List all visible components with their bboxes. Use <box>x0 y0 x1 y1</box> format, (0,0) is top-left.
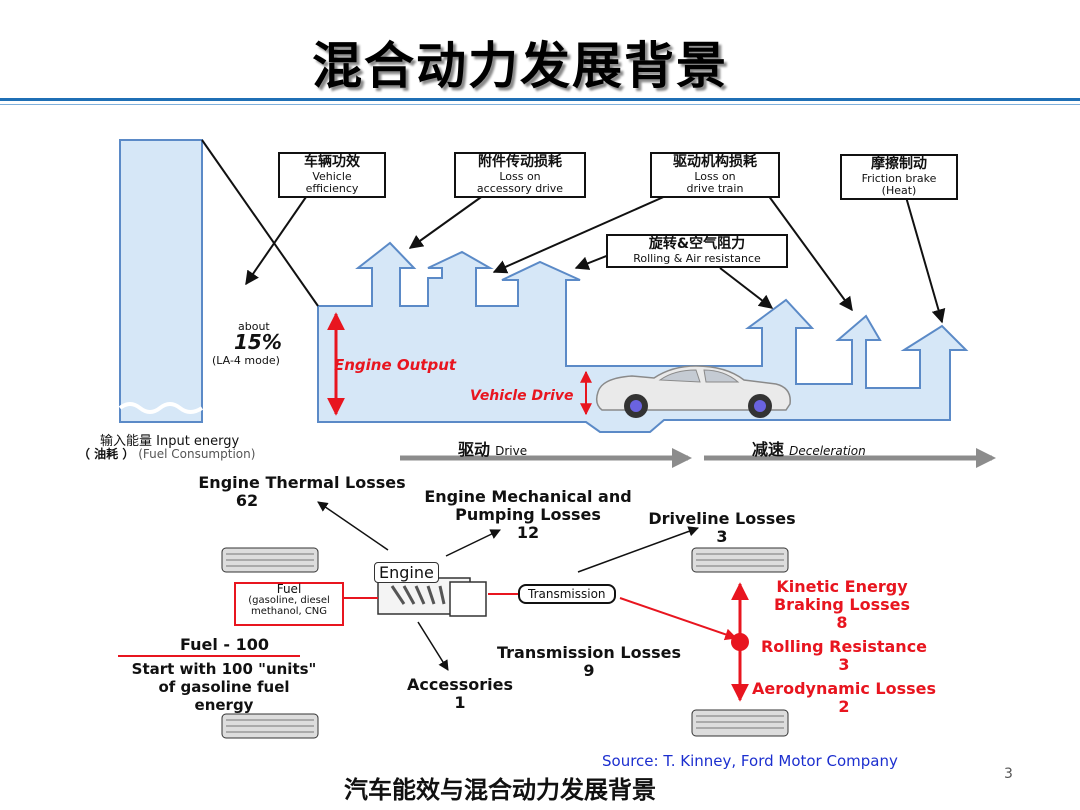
vehicle-efficiency-en2: efficiency <box>305 182 359 195</box>
mechanical-loss-label2: Pumping Losses <box>455 505 601 524</box>
thermal-loss-value: 62 <box>235 491 259 510</box>
kinetic-loss-label2: Braking Losses <box>773 595 911 614</box>
engine-label: Engine <box>374 562 439 583</box>
phase-drive-zh: 驱动 <box>458 440 491 459</box>
engine-output-label: Engine Output <box>334 356 457 374</box>
friction-brake-en1: Friction brake <box>861 172 937 185</box>
aero-loss: Aerodynamic Losses 2 <box>742 680 946 716</box>
fuel-input-label: Fuel - 100 <box>180 635 270 654</box>
rolling-air-zh: 旋转&空气阻力 <box>648 236 746 252</box>
driveline-loss: Driveline Losses 3 <box>640 510 804 546</box>
energy-flow-body <box>317 241 969 433</box>
transmission-loss-label: Transmission Losses <box>496 643 681 662</box>
input-energy-zh: （ 油耗 ） <box>78 447 135 461</box>
drivetrain-loss-en1: Loss on <box>694 170 736 183</box>
vehicle-efficiency-en1: Vehicle <box>312 170 352 183</box>
efficiency-value: 15% <box>234 330 282 354</box>
transmission-loss: Transmission Losses 9 <box>486 644 692 680</box>
accessories-loss: Accessories 1 <box>400 676 520 712</box>
aero-loss-value: 2 <box>838 697 850 716</box>
phase-deceleration: 减速 Deceleration <box>752 436 866 460</box>
rolling-air-en1: Rolling & Air resistance <box>633 252 761 265</box>
fuel-box-line3: methanol, CNG <box>250 606 328 617</box>
rolling-loss-value: 3 <box>838 655 850 674</box>
thermal-loss: Engine Thermal Losses 62 <box>188 474 416 510</box>
mechanical-loss-label1: Engine Mechanical and <box>424 487 632 506</box>
friction-brake-zh: 摩擦制动 <box>871 156 927 172</box>
tire-rear-top <box>691 547 789 573</box>
engine-icon <box>377 577 487 617</box>
transmission-label: Transmission <box>518 584 616 604</box>
fuel-input-line3: energy <box>194 696 254 714</box>
input-energy-line1: 输入能量 Input energy <box>100 434 240 449</box>
friction-brake-box: 摩擦制动 Friction brake (Heat) <box>840 154 958 200</box>
accessory-loss-box: 附件传动损耗 Loss on accessory drive <box>454 152 586 198</box>
fuel-input-desc: Start with 100 "units" of gasoline fuel … <box>110 660 338 714</box>
kinetic-loss: Kinetic Energy Braking Losses 8 <box>760 578 924 632</box>
input-energy-line2: （ 油耗 ） (Fuel Consumption) <box>78 445 255 462</box>
vehicle-efficiency-box: 车辆功效 Vehicle efficiency <box>278 152 386 198</box>
car-icon <box>595 365 791 418</box>
driveline-loss-label: Driveline Losses <box>648 509 796 528</box>
phase-drive-en: Drive <box>495 444 528 458</box>
accessory-loss-zh: 附件传动损耗 <box>478 154 562 170</box>
title-rule <box>0 98 1080 101</box>
page-number: 3 <box>1004 766 1013 782</box>
source-credit: Source: T. Kinney, Ford Motor Company <box>602 752 898 770</box>
page-title: 混合动力发展背景 <box>312 37 728 95</box>
vehicle-drive-label: Vehicle Drive <box>470 388 574 404</box>
rolling-air-box: 旋转&空气阻力 Rolling & Air resistance <box>606 234 788 268</box>
vehicle-efficiency-zh: 车辆功效 <box>304 154 360 170</box>
fuel-input-line1: Start with 100 "units" <box>131 660 317 678</box>
rolling-loss: Rolling Resistance 3 <box>752 638 936 674</box>
driveline-loss-value: 3 <box>716 527 728 546</box>
thermal-loss-label: Engine Thermal Losses <box>198 473 406 492</box>
fuel-input-line2: of gasoline fuel <box>158 678 290 696</box>
footer-title: 汽车能效与混合动力发展背景 <box>344 776 656 804</box>
fuel-box: Fuel (gasoline, diesel methanol, CNG <box>234 582 344 626</box>
efficiency-mode: (LA-4 mode) <box>212 354 280 367</box>
tire-rear-bottom <box>691 709 789 737</box>
phase-decel-en: Deceleration <box>789 444 866 458</box>
accessories-loss-value: 1 <box>454 693 466 712</box>
aero-loss-label: Aerodynamic Losses <box>751 679 936 698</box>
mechanical-loss: Engine Mechanical and Pumping Losses 12 <box>414 488 642 542</box>
phase-decel-zh: 减速 <box>752 440 785 459</box>
accessory-loss-en1: Loss on <box>499 170 541 183</box>
friction-brake-en2: (Heat) <box>881 184 917 197</box>
transmission-loss-value: 9 <box>583 661 595 680</box>
fuel-box-line1: Fuel <box>276 582 302 596</box>
title-rule-thin <box>0 104 1080 105</box>
accessory-loss-en2: accessory drive <box>476 182 564 195</box>
tire-front-top <box>221 547 319 573</box>
tire-front-bottom <box>221 713 319 739</box>
accessories-loss-label: Accessories <box>407 675 513 694</box>
input-energy-bar <box>119 139 203 423</box>
efficiency-about: about <box>238 320 270 333</box>
mechanical-loss-value: 12 <box>516 523 540 542</box>
kinetic-loss-label1: Kinetic Energy <box>776 577 908 596</box>
drivetrain-loss-zh: 驱动机构损耗 <box>673 154 757 170</box>
drivetrain-loss-en2: drive train <box>686 182 744 195</box>
kinetic-loss-value: 8 <box>836 613 848 632</box>
phase-drive: 驱动 Drive <box>458 436 527 460</box>
fuel-box-line2: (gasoline, diesel <box>248 595 330 606</box>
input-energy-en: (Fuel Consumption) <box>138 447 256 461</box>
wave-icon <box>118 402 204 414</box>
drivetrain-loss-box: 驱动机构损耗 Loss on drive train <box>650 152 780 198</box>
rolling-loss-label: Rolling Resistance <box>760 637 928 656</box>
